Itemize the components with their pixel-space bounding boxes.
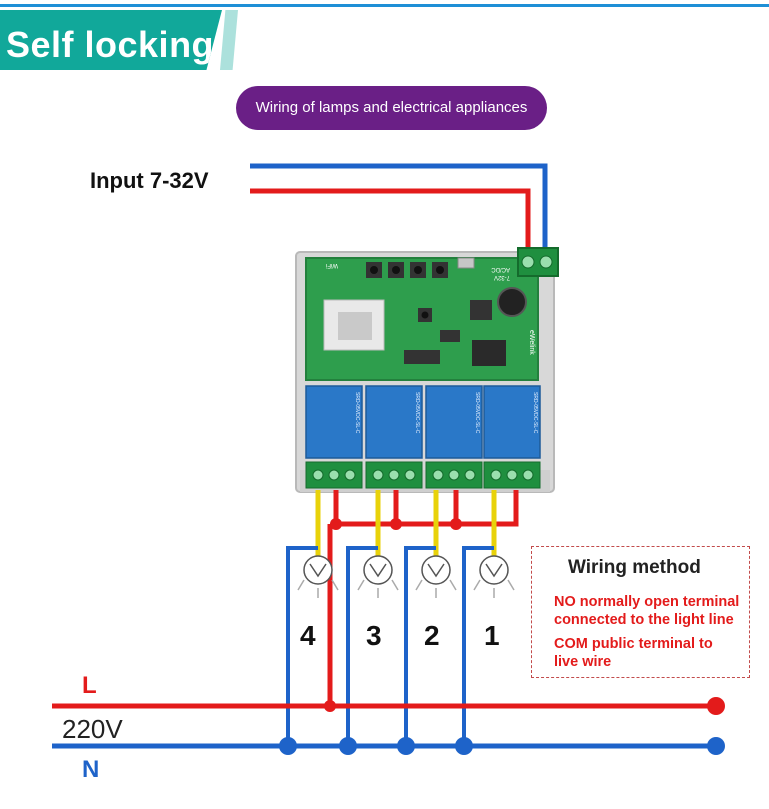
lamp-2-number: 2 [424,620,440,651]
com-live-wires [327,490,519,706]
wifi-module-chip [338,312,372,340]
input-voltage-label: Input 7-32V [90,168,209,193]
lamp-2-icon [415,555,457,598]
svg-text:SRD-05VDC-SL-C: SRD-05VDC-SL-C [354,392,360,434]
lamp-4-number: 4 [300,620,316,651]
voltage-label: 220V [62,714,123,744]
input-wire-red [250,188,531,252]
pcb-brand-text: eWelink [528,330,535,355]
no-terminal-text-2: connected to the light line [554,612,734,628]
relay-1: SRD-05VDC-SL-C [483,385,541,459]
lamp-neutral-wires [286,546,494,746]
subtitle-pill: Wiring of lamps and electrical appliance… [236,86,547,130]
com-terminal-text-2: live wire [554,654,612,670]
relay-3: SRD-05VDC-SL-C [365,385,423,459]
relay-4: SRD-05VDC-SL-C [305,385,363,459]
relay-2: SRD-05VDC-SL-C [425,385,483,459]
lamp-1-number: 1 [484,620,500,651]
pcb-voltage-text: 7-32V [494,274,510,280]
lamp-3-number: 3 [366,620,382,651]
top-divider-line [0,4,769,7]
banner-accent [220,10,238,70]
pcb-wifi-text: WiFi [326,262,338,268]
usb-port [457,257,475,269]
svg-text:SRD-05VDC-SL-C: SRD-05VDC-SL-C [532,392,538,434]
wiring-method-title: Wiring method [568,557,701,578]
capacitor [497,287,527,317]
banner-title: Self locking [6,24,215,65]
lamp-1-icon [473,555,515,598]
live-label: L [82,672,97,699]
svg-text:SRD-05VDC-SL-C: SRD-05VDC-SL-C [474,392,480,434]
input-wire-blue [250,163,548,252]
svg-text:SRD-05VDC-SL-C: SRD-05VDC-SL-C [414,392,420,434]
no-terminal-text-1: NO normally open terminal [554,594,740,610]
neutral-label: N [82,756,100,783]
lamp-3-icon [357,555,399,598]
pcb-acdc-text: AC/DC [491,266,510,272]
title-banner: Self locking [0,10,222,70]
pcb-buttons [366,262,448,322]
neutral-line-end [707,737,725,755]
live-line-end [707,697,725,715]
lamp-4-icon [297,555,339,598]
wiring-method-box: Wiring method NO normally open terminal … [531,546,750,678]
no-load-wires [315,490,497,556]
com-terminal-text-1: COM public terminal to [554,636,713,652]
